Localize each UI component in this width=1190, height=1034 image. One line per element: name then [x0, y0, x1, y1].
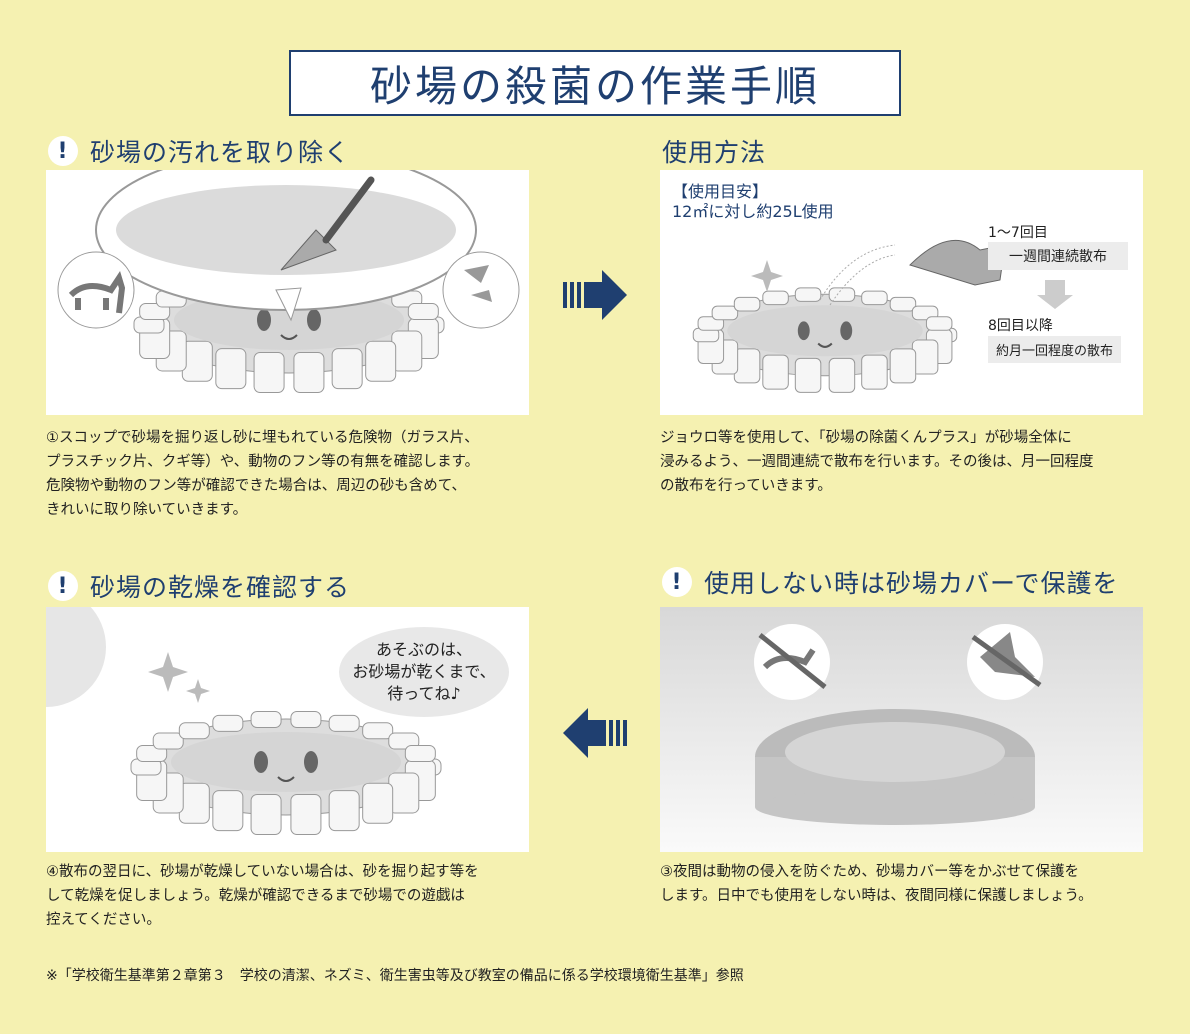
description-4: ③夜間は動物の侵入を防ぐため、砂場カバー等をかぶせて保護を します。日中でも使用… [660, 864, 1093, 904]
step1-box: 一週間連続散布 [988, 242, 1128, 270]
illustration-dry-check: あそぶのは、 お砂場が乾くまで、 待ってね♪ [46, 607, 529, 852]
illustration-remove-dirt [46, 170, 529, 415]
sandbox [130, 710, 442, 836]
section-heading-1: ! 砂場の汚れを取り除く [48, 133, 350, 169]
sun-icon [46, 607, 106, 707]
sparkle-icon [148, 652, 210, 703]
step1-label: 1～7回目 [988, 225, 1048, 241]
sandbox-illustration [46, 607, 442, 836]
glass-shards-icon [464, 265, 492, 302]
heading-text: 使用しない時は砂場カバーで保護を [704, 569, 1119, 598]
usage-guide: 【使用目安】 12㎡に対し約25L使用 [672, 182, 834, 221]
arrow-right-icon [563, 270, 627, 320]
heading-text: 使用方法 [662, 138, 767, 167]
covered-sandbox-illustration [754, 624, 1043, 825]
exclamation-icon: ! [48, 136, 78, 166]
section-heading-3: ! 砂場の乾燥を確認する [48, 568, 350, 604]
sandbox-illustration [692, 239, 1073, 393]
cat-icon [68, 271, 126, 314]
heading-text: 砂場の汚れを取り除く [90, 138, 351, 167]
no-cat-icon [758, 633, 827, 689]
speech-bubble: あそぶのは、 お砂場が乾くまで、 待ってね♪ [339, 627, 509, 717]
description-1: ①スコップで砂場を掘り返し砂に埋もれている危険物（ガラス片、 プラスチック片、ク… [46, 430, 480, 518]
section-heading-4: ! 使用しない時は砂場カバーで保護を [662, 564, 1119, 600]
sparkle-icon [751, 260, 783, 292]
down-arrow-icon [1037, 280, 1073, 309]
step2-box: 約月一回程度の散布 [988, 336, 1122, 363]
footnote: ※「学校衛生基準第２章第３ 学校の清潔、ネズミ、衛生害虫等及び教室の備品に係る学… [46, 968, 744, 984]
description-3: ④散布の翌日に、砂場が乾燥していない場合は、砂を掘り起す等を して乾燥を促しまし… [46, 864, 479, 928]
exclamation-icon: ! [662, 567, 692, 597]
section-heading-2: 使用方法 [662, 133, 766, 169]
illustration-cover [660, 607, 1143, 852]
sandbox [692, 287, 958, 393]
step2-label: 8回目以降 [988, 318, 1053, 334]
heading-text: 砂場の乾燥を確認する [90, 573, 351, 602]
illustration-usage: 【使用目安】 12㎡に対し約25L使用 1～7回目 一週間連続散布 8回目以降 … [660, 170, 1143, 415]
exclamation-icon: ! [48, 571, 78, 601]
sandbox-illustration [57, 170, 520, 394]
page-title: 砂場の殺菌の作業手順 [289, 50, 901, 116]
no-bird-icon [971, 634, 1042, 688]
arrow-left-icon [563, 708, 627, 758]
description-2: ジョウロ等を使用して、「砂場の除菌くんプラス」が砂場全体に 浸みるよう、一週間連… [660, 430, 1094, 494]
